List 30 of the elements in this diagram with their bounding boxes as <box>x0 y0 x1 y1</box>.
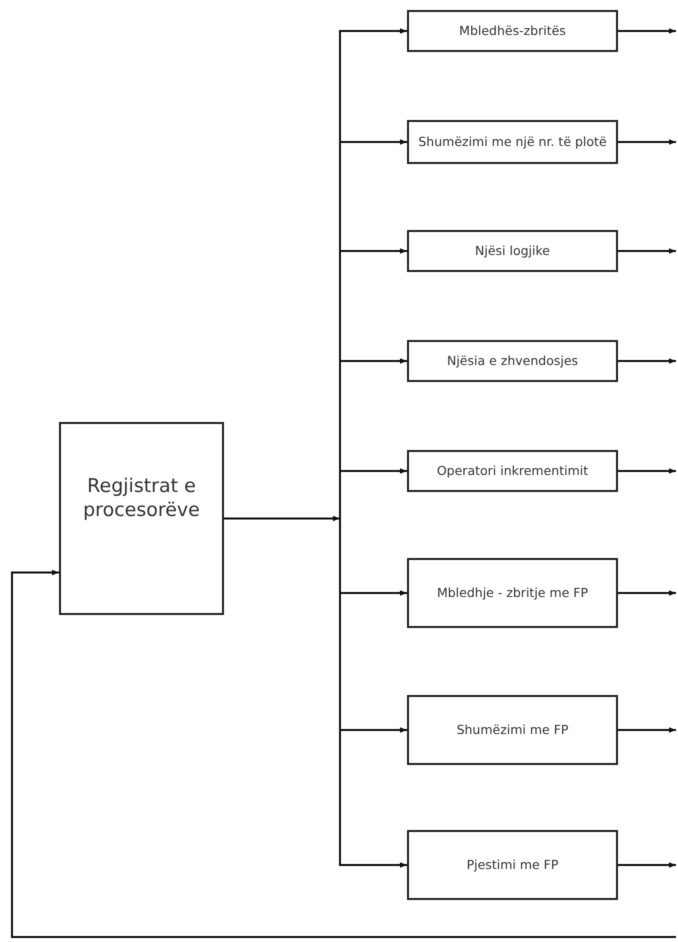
process-box <box>407 340 618 382</box>
connector-line <box>339 468 407 518</box>
process-box <box>407 558 618 628</box>
arrow <box>11 570 676 938</box>
process-box <box>59 422 224 615</box>
box-label: Mbledhës-zbritës <box>459 23 566 39</box>
process-box <box>407 450 618 492</box>
box-label: Regjistrat e procesorëve <box>82 474 201 522</box>
box-label: Operatori inkrementimit <box>436 463 588 479</box>
process-box <box>407 120 618 164</box>
box-label: Pjestimi me FP <box>466 857 558 873</box>
process-box <box>407 10 618 52</box>
arrow <box>618 590 676 596</box>
box-label: Njësia e zhvendosjes <box>446 353 578 369</box>
process-box <box>407 830 618 900</box>
arrow <box>618 468 676 474</box>
box-label: Mbledhje - zbritje me FP <box>436 585 588 601</box>
arrow <box>618 28 676 34</box>
arrow <box>618 248 676 254</box>
arrow <box>618 139 676 145</box>
arrow <box>618 862 676 868</box>
process-box <box>407 695 618 765</box>
box-label: Njësi logjike <box>475 243 550 259</box>
arrow <box>618 358 676 364</box>
arrow <box>618 727 676 733</box>
connector-line <box>339 518 407 868</box>
arrow <box>224 516 340 522</box>
box-label: Shumëzimi me FP <box>456 722 568 738</box>
process-box <box>407 230 618 272</box>
box-label: Shumëzimi me një nr. të plotë <box>418 134 607 150</box>
